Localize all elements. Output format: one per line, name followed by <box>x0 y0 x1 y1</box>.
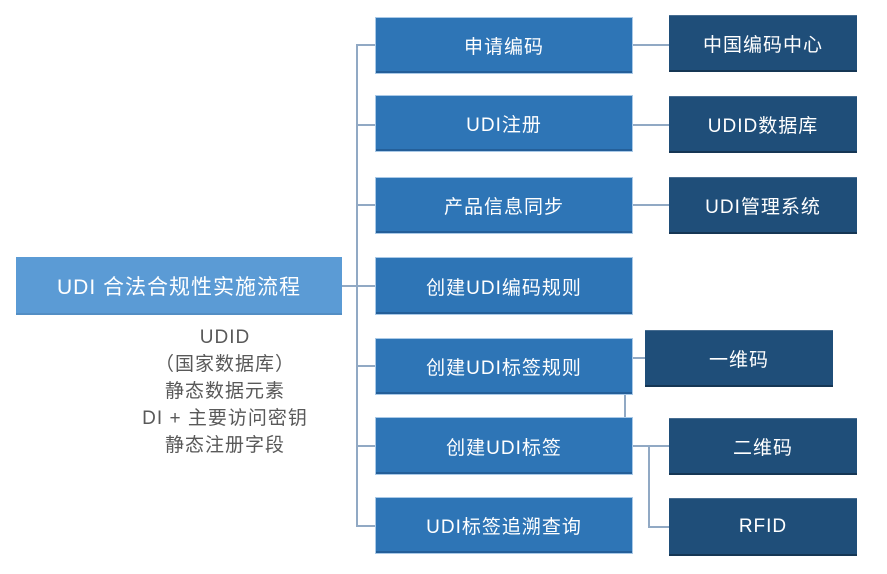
branch-line-step-3 <box>356 204 375 206</box>
step-label: 创建UDI标签 <box>446 437 562 459</box>
description-line: DI + 主要访问密钥 <box>142 408 308 429</box>
description-block: UDID （国家数据库） 静态数据元素 DI + 主要访问密钥 静态注册字段 <box>40 324 410 459</box>
step-label: UDI标签追溯查询 <box>426 517 582 538</box>
line-step2-to-system2 <box>633 124 669 126</box>
system-box-1d-barcode: 一维码 <box>645 330 833 387</box>
system-box-2d-barcode: 二维码 <box>669 418 857 475</box>
description-line: 静态注册字段 <box>164 435 285 456</box>
root-label: UDI 合法合规性实施流程 <box>57 276 301 299</box>
step-label: 创建UDI编码规则 <box>426 277 582 299</box>
system-box-rfid: RFID <box>669 498 857 556</box>
line-step6-drop <box>648 446 650 528</box>
step-label: 创建UDI标签规则 <box>426 358 582 379</box>
description-line: 静态数据元素 <box>164 381 285 402</box>
system-box-china-coding-center: 中国编码中心 <box>669 15 857 72</box>
step-label: 申请编码 <box>463 37 544 58</box>
step-box-apply-code: 申请编码 <box>375 17 633 74</box>
step-box-udi-register: UDI注册 <box>375 95 633 152</box>
branch-line-step-1 <box>356 44 375 46</box>
step-label: 产品信息同步 <box>443 197 564 218</box>
step-box-create-udi-label-rule: 创建UDI标签规则 <box>375 338 633 395</box>
step-label: UDI注册 <box>466 115 542 136</box>
line-step6-to-rfid <box>648 526 669 528</box>
line-step5-to-barcode1d <box>633 357 645 359</box>
step-box-udi-label-trace-query: UDI标签追溯查询 <box>375 497 633 554</box>
line-step5-to-step6 <box>624 395 626 417</box>
branch-line-step-5 <box>356 365 375 367</box>
step-box-create-udi-label: 创建UDI标签 <box>375 417 633 475</box>
description-line: UDID <box>199 327 251 348</box>
system-box-udid-database: UDID数据库 <box>669 96 857 153</box>
line-step6-to-barcode2d <box>633 445 669 447</box>
root-to-trunk-line <box>342 285 375 287</box>
description-line: （国家数据库） <box>154 354 295 375</box>
step-box-product-info-sync: 产品信息同步 <box>375 177 633 234</box>
branch-line-step-6 <box>356 445 375 447</box>
step-box-create-udi-code-rule: 创建UDI编码规则 <box>375 257 633 315</box>
system-label: 一维码 <box>708 350 769 371</box>
line-step1-to-system1 <box>633 44 669 46</box>
line-step3-to-system3 <box>633 204 669 206</box>
system-label: UDID数据库 <box>707 116 819 137</box>
system-label: UDI管理系统 <box>705 197 821 218</box>
system-label: 中国编码中心 <box>702 35 823 56</box>
branch-line-step-2 <box>356 124 375 126</box>
branch-line-step-7 <box>356 525 375 527</box>
root-box: UDI 合法合规性实施流程 <box>16 257 342 315</box>
system-label: RFID <box>738 516 788 537</box>
system-label: 二维码 <box>732 438 793 459</box>
system-box-udi-management-system: UDI管理系统 <box>669 177 857 234</box>
